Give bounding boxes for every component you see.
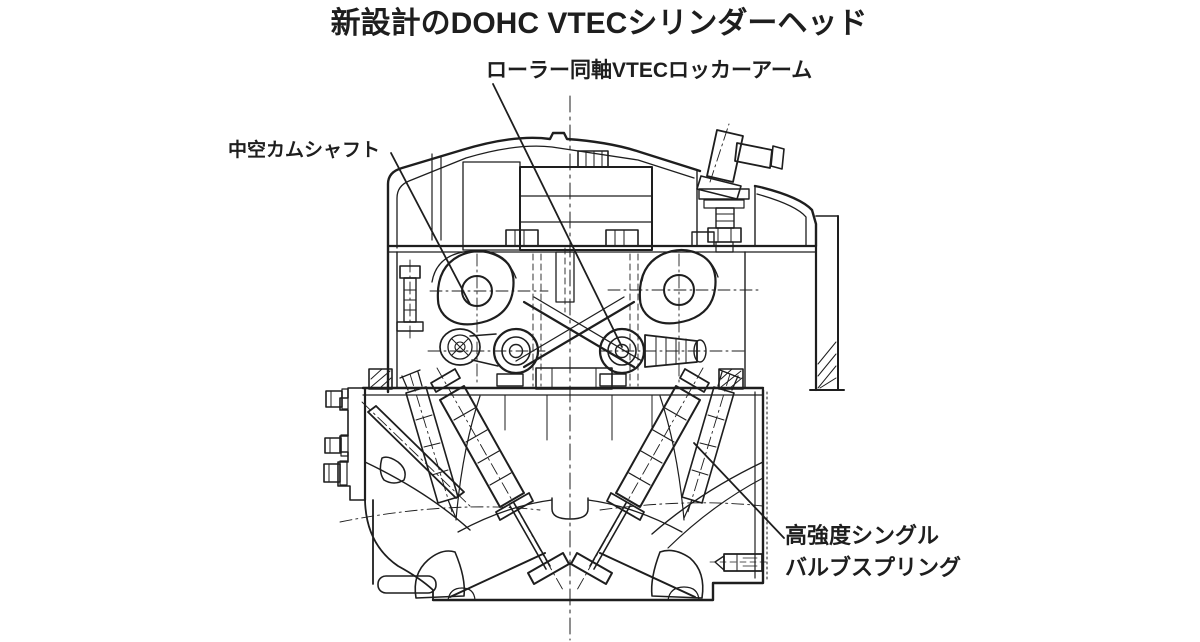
label-camshaft: 中空カムシャフト: [228, 138, 380, 161]
breather-elbow-and-plug-tower: [697, 124, 784, 252]
valve-spring-right-inner: [682, 370, 740, 518]
label-rocker-arm: ローラー同軸VTECロッカーアーム: [486, 58, 812, 82]
rocker-roller-left: [494, 329, 538, 373]
valve-spring-left-outer: [431, 368, 569, 590]
valve-head-right: [571, 553, 612, 584]
right-side-wall: [810, 216, 844, 390]
valve-spring-right-outer: [571, 368, 709, 590]
leader-line-camshaft: [391, 153, 470, 304]
bottom-right-stud: [710, 554, 770, 571]
valve-head-left: [528, 553, 569, 584]
camshaft-right: [640, 250, 716, 323]
combustion-chamber: [450, 396, 695, 597]
leader-line-rocker-arm: [493, 84, 622, 347]
rocker-arm-left: [440, 329, 538, 373]
camshaft-left: [438, 251, 514, 324]
annotations: 新設計のDOHC VTECシリンダーヘッド ローラー同軸VTECロッカーアーム …: [228, 6, 961, 580]
oil-stud: [397, 260, 423, 338]
rocker-arm-right: [600, 329, 706, 373]
head-bolt: [325, 438, 341, 453]
leader-line-valve-spring: [694, 443, 784, 538]
valve-cover: [388, 133, 816, 392]
label-valve-spring-line1: 高強度シングル: [785, 523, 939, 548]
left-bolt-flange: [324, 388, 365, 500]
cylinder-head-body: [324, 388, 770, 600]
valve-stem-left: [510, 503, 550, 569]
center-x-brace: [516, 297, 642, 367]
valve-stem-right: [590, 503, 630, 569]
rocker-roller-right: [600, 329, 644, 373]
elbow-pipe: [707, 130, 743, 182]
valve-spring-left-inner: [400, 370, 458, 518]
figure-title: 新設計のDOHC VTECシリンダーヘッド: [331, 6, 868, 40]
cam-carrier: [363, 248, 763, 440]
label-valve-spring-line2: バルブスプリング: [785, 555, 961, 580]
